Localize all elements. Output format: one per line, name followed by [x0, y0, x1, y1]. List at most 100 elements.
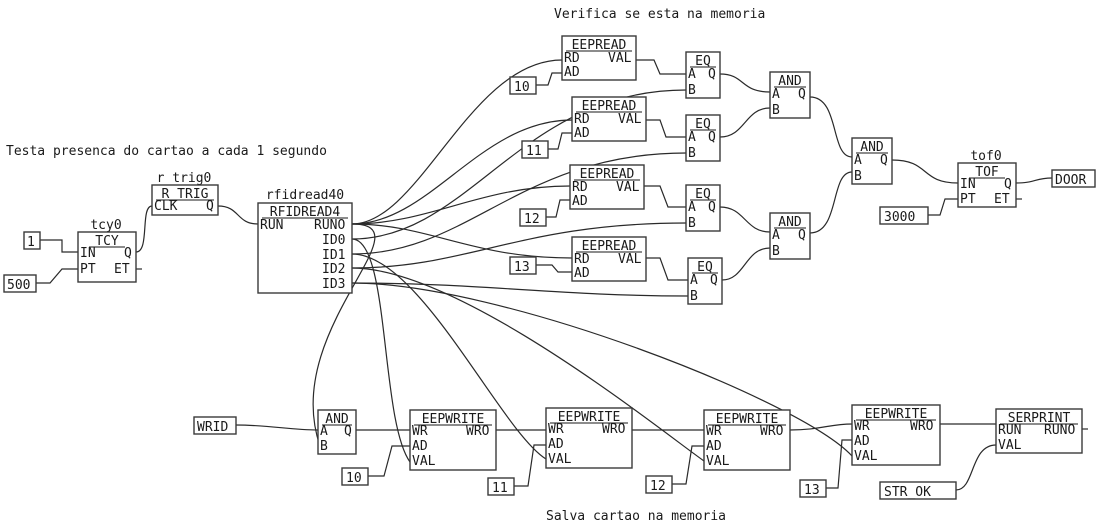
svg-text:RUN: RUN — [260, 218, 283, 233]
svg-text:DOOR: DOOR — [1055, 173, 1086, 188]
svg-text:11: 11 — [526, 144, 542, 159]
svg-text:AND: AND — [860, 140, 884, 155]
const-10-write: 10 — [341, 467, 369, 486]
svg-text:EQ: EQ — [697, 260, 713, 275]
svg-text:VAL: VAL — [608, 51, 632, 66]
svg-text:EEPWRITE: EEPWRITE — [558, 410, 621, 425]
svg-text:IN: IN — [80, 246, 96, 261]
svg-text:EEPREAD: EEPREAD — [580, 167, 635, 182]
svg-text:A: A — [320, 424, 328, 439]
svg-text:WR: WR — [706, 424, 722, 439]
svg-text:ID3: ID3 — [322, 277, 345, 292]
const-str-ok: STR_OK — [879, 481, 957, 500]
svg-text:ID2: ID2 — [322, 262, 345, 277]
svg-text:WR: WR — [548, 422, 564, 437]
const-12-read: 12 — [519, 208, 547, 227]
block-eq-2: EQ A Q B — [685, 114, 721, 162]
svg-text:r_trig0: r_trig0 — [157, 171, 212, 186]
svg-text:tof0: tof0 — [970, 149, 1001, 164]
block-and-2: AND A Q B — [769, 212, 811, 260]
svg-text:1: 1 — [27, 235, 35, 250]
const-13-read: 13 — [509, 256, 537, 275]
svg-text:WRO: WRO — [760, 424, 784, 439]
svg-text:AD: AD — [706, 439, 722, 454]
svg-text:A: A — [854, 153, 862, 168]
comment-card-presence: Testa presenca do cartao a cada 1 segund… — [6, 144, 327, 159]
svg-text:RD: RD — [564, 51, 580, 66]
svg-text:Q: Q — [708, 130, 716, 145]
block-and-wrid: AND A Q B — [317, 409, 357, 455]
svg-text:WR: WR — [854, 419, 870, 434]
svg-text:RUN: RUN — [998, 423, 1021, 438]
const-11-write: 11 — [487, 477, 515, 496]
svg-text:10: 10 — [346, 471, 362, 486]
svg-text:A: A — [688, 200, 696, 215]
svg-text:RUNO: RUNO — [1044, 423, 1075, 438]
block-eepwrite-3: EEPWRITE WR WRO AD VAL — [703, 409, 791, 471]
svg-text:Q: Q — [708, 67, 716, 82]
svg-text:12: 12 — [524, 212, 540, 227]
svg-text:AD: AD — [548, 437, 564, 452]
svg-text:ID1: ID1 — [322, 248, 345, 263]
comment-verify-memory: Verifica se esta na memoria — [554, 7, 765, 22]
svg-text:EEPREAD: EEPREAD — [582, 99, 637, 114]
svg-text:rfidread40: rfidread40 — [266, 188, 344, 203]
const-10-read: 10 — [509, 76, 537, 95]
svg-text:VAL: VAL — [854, 449, 878, 464]
svg-text:STR_OK: STR_OK — [884, 485, 931, 500]
svg-text:IN: IN — [960, 177, 976, 192]
block-eq-4: EQ A Q B — [687, 257, 723, 305]
svg-text:VAL: VAL — [412, 454, 436, 469]
svg-text:B: B — [690, 289, 698, 304]
svg-text:RD: RD — [572, 180, 588, 195]
svg-text:tcy0: tcy0 — [90, 218, 121, 233]
svg-text:Q: Q — [124, 246, 132, 261]
svg-text:AD: AD — [564, 65, 580, 80]
block-and-1: AND A Q B — [769, 71, 811, 119]
svg-text:Q: Q — [880, 153, 888, 168]
svg-text:3000: 3000 — [884, 210, 915, 225]
svg-text:ET: ET — [114, 262, 130, 277]
block-eepread-2: EEPREAD RD VAL AD — [571, 96, 647, 142]
block-eepread-3: EEPREAD RD VAL AD — [569, 164, 645, 210]
svg-text:B: B — [688, 83, 696, 98]
svg-text:VAL: VAL — [616, 180, 640, 195]
svg-text:VAL: VAL — [998, 438, 1022, 453]
block-eepwrite-1: EEPWRITE WR WRO AD VAL — [409, 409, 497, 471]
svg-text:AND: AND — [778, 74, 802, 89]
svg-text:RUNO: RUNO — [314, 218, 345, 233]
svg-text:EQ: EQ — [695, 54, 711, 69]
const-13-write: 13 — [799, 479, 827, 498]
svg-text:EEPWRITE: EEPWRITE — [422, 412, 485, 427]
svg-text:11: 11 — [492, 481, 508, 496]
svg-text:EQ: EQ — [695, 117, 711, 132]
svg-text:B: B — [854, 169, 862, 184]
const-1: 1 — [23, 231, 41, 250]
svg-text:VAL: VAL — [706, 454, 730, 469]
svg-text:CLK: CLK — [154, 199, 178, 214]
block-r-trig: r_trig0 R_TRIG CLK Q — [151, 171, 219, 216]
svg-text:B: B — [320, 439, 328, 454]
svg-text:R_TRIG: R_TRIG — [162, 187, 209, 202]
svg-text:WRO: WRO — [602, 422, 626, 437]
block-eepwrite-2: EEPWRITE WR WRO AD VAL — [545, 407, 633, 469]
svg-text:RFIDREAD4: RFIDREAD4 — [270, 205, 341, 220]
svg-text:13: 13 — [514, 260, 530, 275]
svg-text:TCY: TCY — [95, 234, 119, 249]
svg-text:Q: Q — [710, 273, 718, 288]
svg-text:ET: ET — [994, 192, 1010, 207]
svg-text:A: A — [772, 87, 780, 102]
svg-text:B: B — [772, 103, 780, 118]
svg-text:VAL: VAL — [618, 252, 642, 267]
const-11-read: 11 — [521, 140, 549, 159]
comment-save-card: Salva cartao na memoria — [546, 509, 726, 524]
svg-text:RD: RD — [574, 112, 590, 127]
svg-text:B: B — [772, 244, 780, 259]
svg-text:VAL: VAL — [548, 452, 572, 467]
svg-text:EEPREAD: EEPREAD — [572, 38, 627, 53]
svg-text:ID0: ID0 — [322, 233, 345, 248]
block-eepread-4: EEPREAD RD VAL AD — [571, 236, 647, 282]
svg-text:13: 13 — [804, 483, 820, 498]
svg-text:EEPREAD: EEPREAD — [582, 239, 637, 254]
